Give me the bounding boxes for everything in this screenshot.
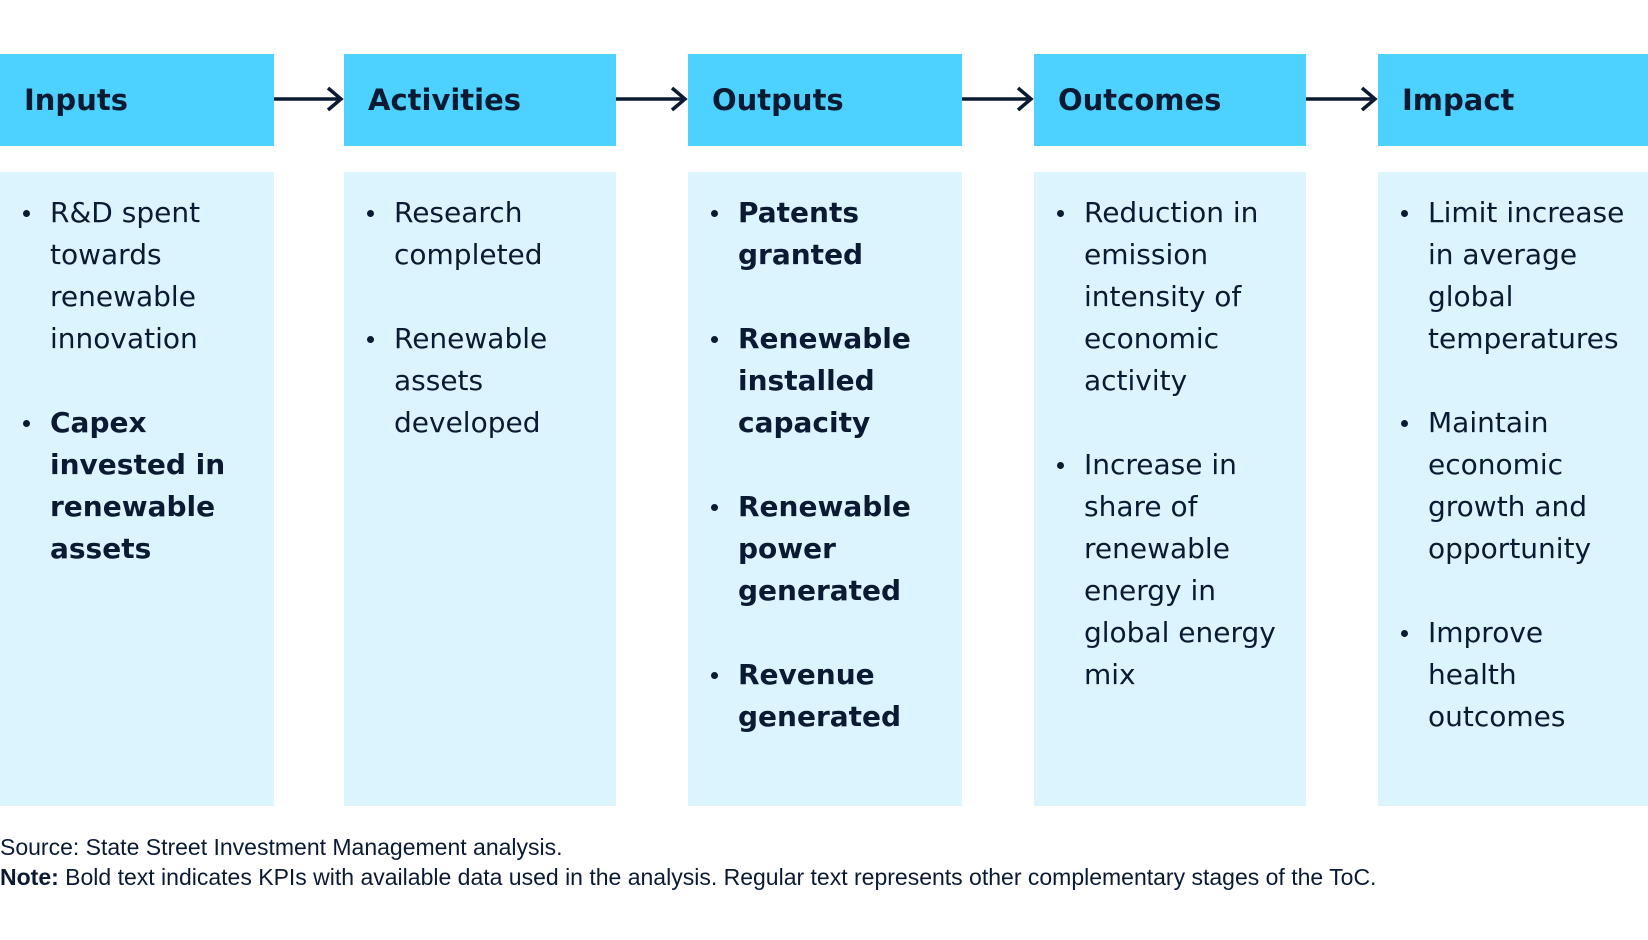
stage-header-inputs: Inputs (0, 54, 274, 146)
source-line: Source: State Street Investment Manageme… (0, 834, 563, 860)
stage-list: Reduction in emission intensity of econo… (1034, 192, 1298, 696)
list-item: Renewable assets developed (367, 318, 608, 444)
stage-list: Research completed Renewable assets deve… (344, 192, 608, 444)
list-item: R&D spent towards renewable innovation (23, 192, 266, 360)
stage-header-impact: Impact (1378, 54, 1648, 146)
stage-outputs: Outputs Patents granted Renewable instal… (688, 54, 962, 806)
arrow-right-icon (274, 84, 344, 114)
arrow-right-icon (616, 84, 688, 114)
stage-header-outcomes: Outcomes (1034, 54, 1306, 146)
stage-body-impact: Limit increase in average global tempera… (1378, 172, 1648, 806)
stage-header-outputs: Outputs (688, 54, 962, 146)
note-line: Note: Bold text indicates KPIs with avai… (0, 862, 1640, 892)
list-item: Patents granted (711, 192, 954, 276)
list-item: Limit increase in average global tempera… (1401, 192, 1640, 360)
stage-title: Impact (1402, 83, 1515, 117)
list-item: Revenue generated (711, 654, 954, 738)
list-item: Reduction in emission intensity of econo… (1057, 192, 1298, 402)
figure-footer: Source: State Street Investment Manageme… (0, 832, 1640, 892)
stage-body-outputs: Patents granted Renewable installed capa… (688, 172, 962, 806)
list-item: Renewable power generated (711, 486, 954, 612)
arrow-right-icon (1306, 84, 1378, 114)
theory-of-change-diagram: Inputs R&D spent towards renewable innov… (0, 54, 1648, 806)
stage-outcomes: Outcomes Reduction in emission intensity… (1034, 54, 1306, 806)
stage-inputs: Inputs R&D spent towards renewable innov… (0, 54, 274, 806)
stage-list: Limit increase in average global tempera… (1378, 192, 1640, 738)
stage-activities: Activities Research completed Renewable … (344, 54, 616, 806)
list-item: Maintain economic growth and opportunity (1401, 402, 1640, 570)
list-item: Capex invested in renewable assets (23, 402, 266, 570)
list-item: Improve health outcomes (1401, 612, 1640, 738)
note-label: Note: (0, 864, 59, 890)
stage-list: Patents granted Renewable installed capa… (688, 192, 954, 738)
stage-title: Outcomes (1058, 83, 1222, 117)
stage-body-activities: Research completed Renewable assets deve… (344, 172, 616, 806)
list-item: Research completed (367, 192, 608, 276)
stage-body-inputs: R&D spent towards renewable innovation C… (0, 172, 274, 806)
note-text: Bold text indicates KPIs with available … (58, 864, 1377, 890)
stage-header-activities: Activities (344, 54, 616, 146)
stage-title: Outputs (712, 83, 844, 117)
arrow-right-icon (962, 84, 1034, 114)
stage-list: R&D spent towards renewable innovation C… (0, 192, 266, 570)
list-item: Increase in share of renewable energy in… (1057, 444, 1298, 696)
stage-title: Inputs (24, 83, 128, 117)
list-item: Renewable installed capacity (711, 318, 954, 444)
stage-title: Activities (368, 83, 522, 117)
stage-body-outcomes: Reduction in emission intensity of econo… (1034, 172, 1306, 806)
stage-impact: Impact Limit increase in average global … (1378, 54, 1648, 806)
